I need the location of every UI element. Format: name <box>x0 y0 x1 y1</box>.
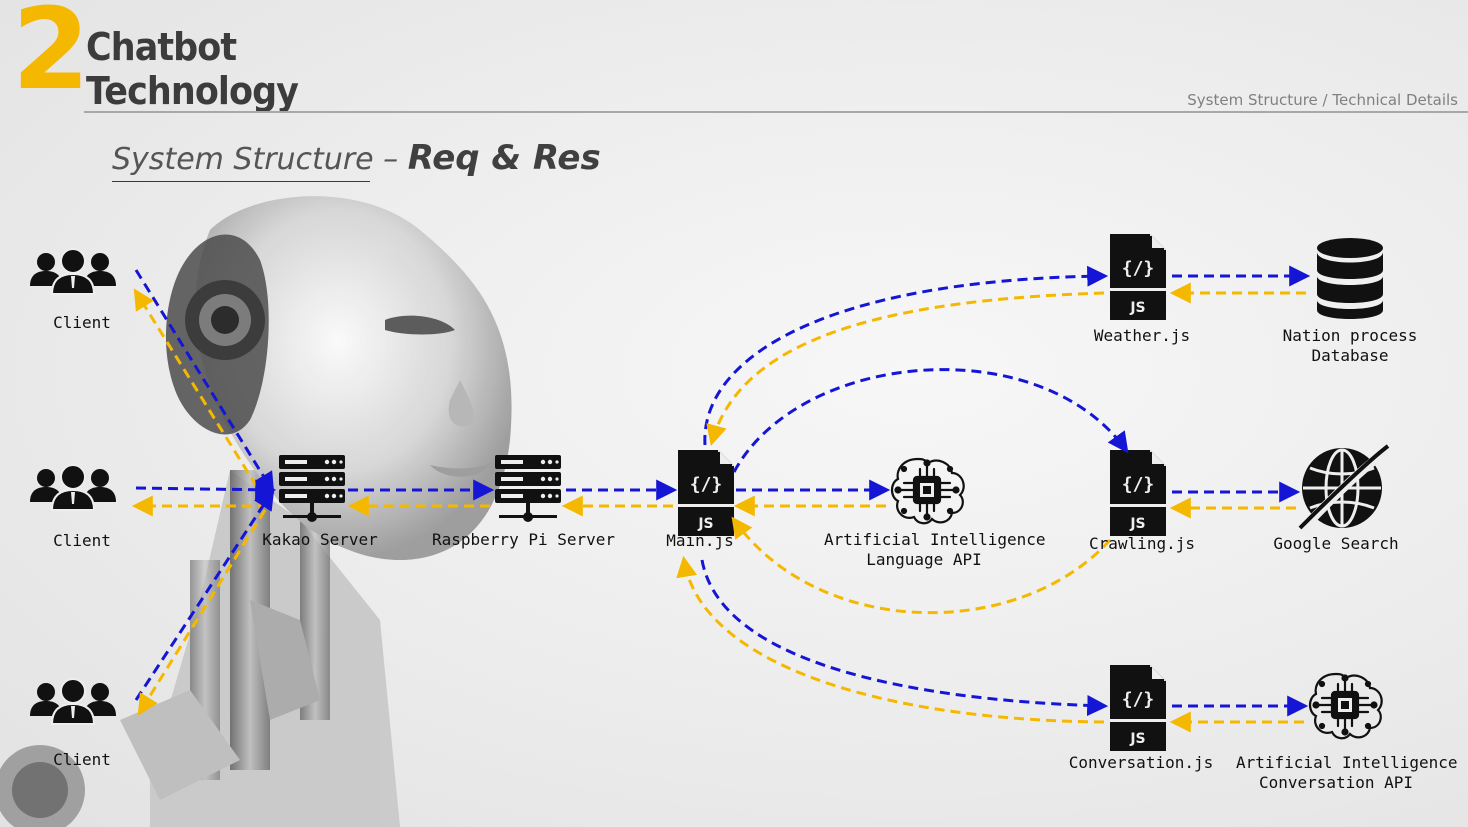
users-icon <box>29 678 117 725</box>
label-ai-conversation-line1: Artificial Intelligence <box>1236 753 1458 772</box>
label-main-js: Main.js <box>666 531 734 550</box>
subtitle-underline <box>112 181 370 182</box>
label-database-line1: Nation process <box>1282 326 1418 345</box>
js-file-icon <box>1109 233 1167 321</box>
connection-arrows <box>131 265 1311 733</box>
js-file-icon <box>1109 664 1167 752</box>
globe-icon <box>1300 446 1388 530</box>
arrow-main-to-conversation <box>700 559 1109 716</box>
label-database-line2: Database <box>1311 346 1389 365</box>
title-line-2: Technology <box>86 69 299 113</box>
arrow-client3-to-kakao <box>134 488 275 701</box>
ai-brain-chip-icon <box>890 457 965 525</box>
label-crawling-js: Crawling.js <box>1089 534 1195 553</box>
label-client-2: Client <box>53 531 111 550</box>
label-ai-language-line2: Language API <box>866 550 982 569</box>
label-client-3: Client <box>53 750 111 769</box>
arrow-crawling-to-main <box>731 516 1112 615</box>
arrow-main-to-crawling <box>732 368 1129 473</box>
arrow-client1-to-kakao <box>134 269 275 494</box>
database-icon <box>1317 238 1383 319</box>
subtitle-part2: Req & Res <box>407 138 601 178</box>
breadcrumb: System Structure / Technical Details <box>1187 91 1458 109</box>
label-raspberry-server: Raspberry Pi Server <box>432 530 616 549</box>
title-line-1: Chatbot <box>86 25 237 69</box>
label-ai-language-line1: Artificial Intelligence <box>824 530 1046 549</box>
arrow-conversation-to-main <box>676 555 1105 724</box>
label-ai-conversation-line2: Conversation API <box>1258 773 1414 792</box>
arrow-main-to-weather <box>703 265 1109 446</box>
arrow-kakao-to-client1 <box>133 288 267 501</box>
js-file-icon <box>677 449 735 537</box>
label-conversation-js: Conversation.js <box>1068 753 1214 772</box>
header-rule <box>84 111 1468 113</box>
label-kakao-server: Kakao Server <box>262 530 378 549</box>
subtitle-part1: System Structure – <box>112 142 408 177</box>
slide-subtitle: System Structure – Req & Res <box>112 138 601 184</box>
ai-brain-chip-icon <box>1308 672 1383 740</box>
arrow-kakao-to-client3 <box>137 509 267 716</box>
section-number: 2 <box>12 0 90 115</box>
users-icon <box>29 464 117 511</box>
users-icon <box>29 248 117 295</box>
label-google-search: Google Search <box>1273 534 1399 553</box>
js-file-icon <box>1109 449 1167 537</box>
label-weather-js: Weather.js <box>1093 326 1191 345</box>
server-icon <box>495 455 561 522</box>
arrow-weather-to-main <box>706 291 1105 447</box>
label-client-1: Client <box>53 313 111 332</box>
arrow-client2-to-kakao <box>135 479 277 501</box>
